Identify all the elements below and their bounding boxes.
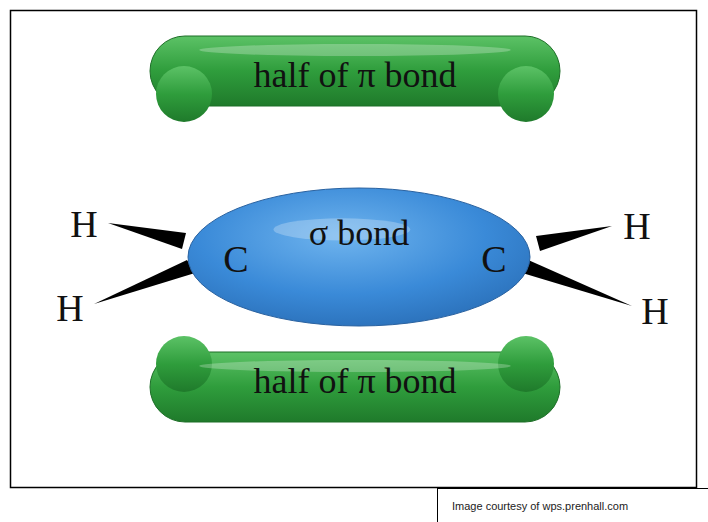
wedge-bond <box>94 260 195 304</box>
atom-symbol: H <box>641 292 668 330</box>
lobe-body <box>150 36 560 122</box>
atom-symbol: H <box>623 207 650 245</box>
atom-symbol: C <box>223 240 248 278</box>
orbital-label: half of π bond <box>253 56 456 96</box>
sigma-ellipse <box>188 188 530 326</box>
lobe-body <box>150 336 560 422</box>
wedge-bond <box>536 226 612 251</box>
pi-bond-lobe: half of π bond <box>150 28 560 124</box>
wedge-bond <box>108 223 186 249</box>
orbital-label: σ bond <box>309 214 409 254</box>
caption-border <box>437 489 438 522</box>
lobe-end <box>156 336 212 392</box>
atom-symbol: H <box>70 205 97 243</box>
lobe-end <box>498 336 554 392</box>
atom-symbol: H <box>56 289 83 327</box>
frame <box>11 11 697 488</box>
atom-symbol: C <box>481 240 506 278</box>
pi-bond-lobe: half of π bond <box>150 334 560 430</box>
orbital-label: half of π bond <box>253 362 456 402</box>
highlight <box>199 44 511 56</box>
wedge-bond <box>519 259 632 306</box>
lobe-end <box>156 66 212 122</box>
image-credit: Image courtesy of wps.prenhall.com <box>452 500 628 512</box>
lobe-end <box>498 66 554 122</box>
caption-border <box>437 488 708 489</box>
